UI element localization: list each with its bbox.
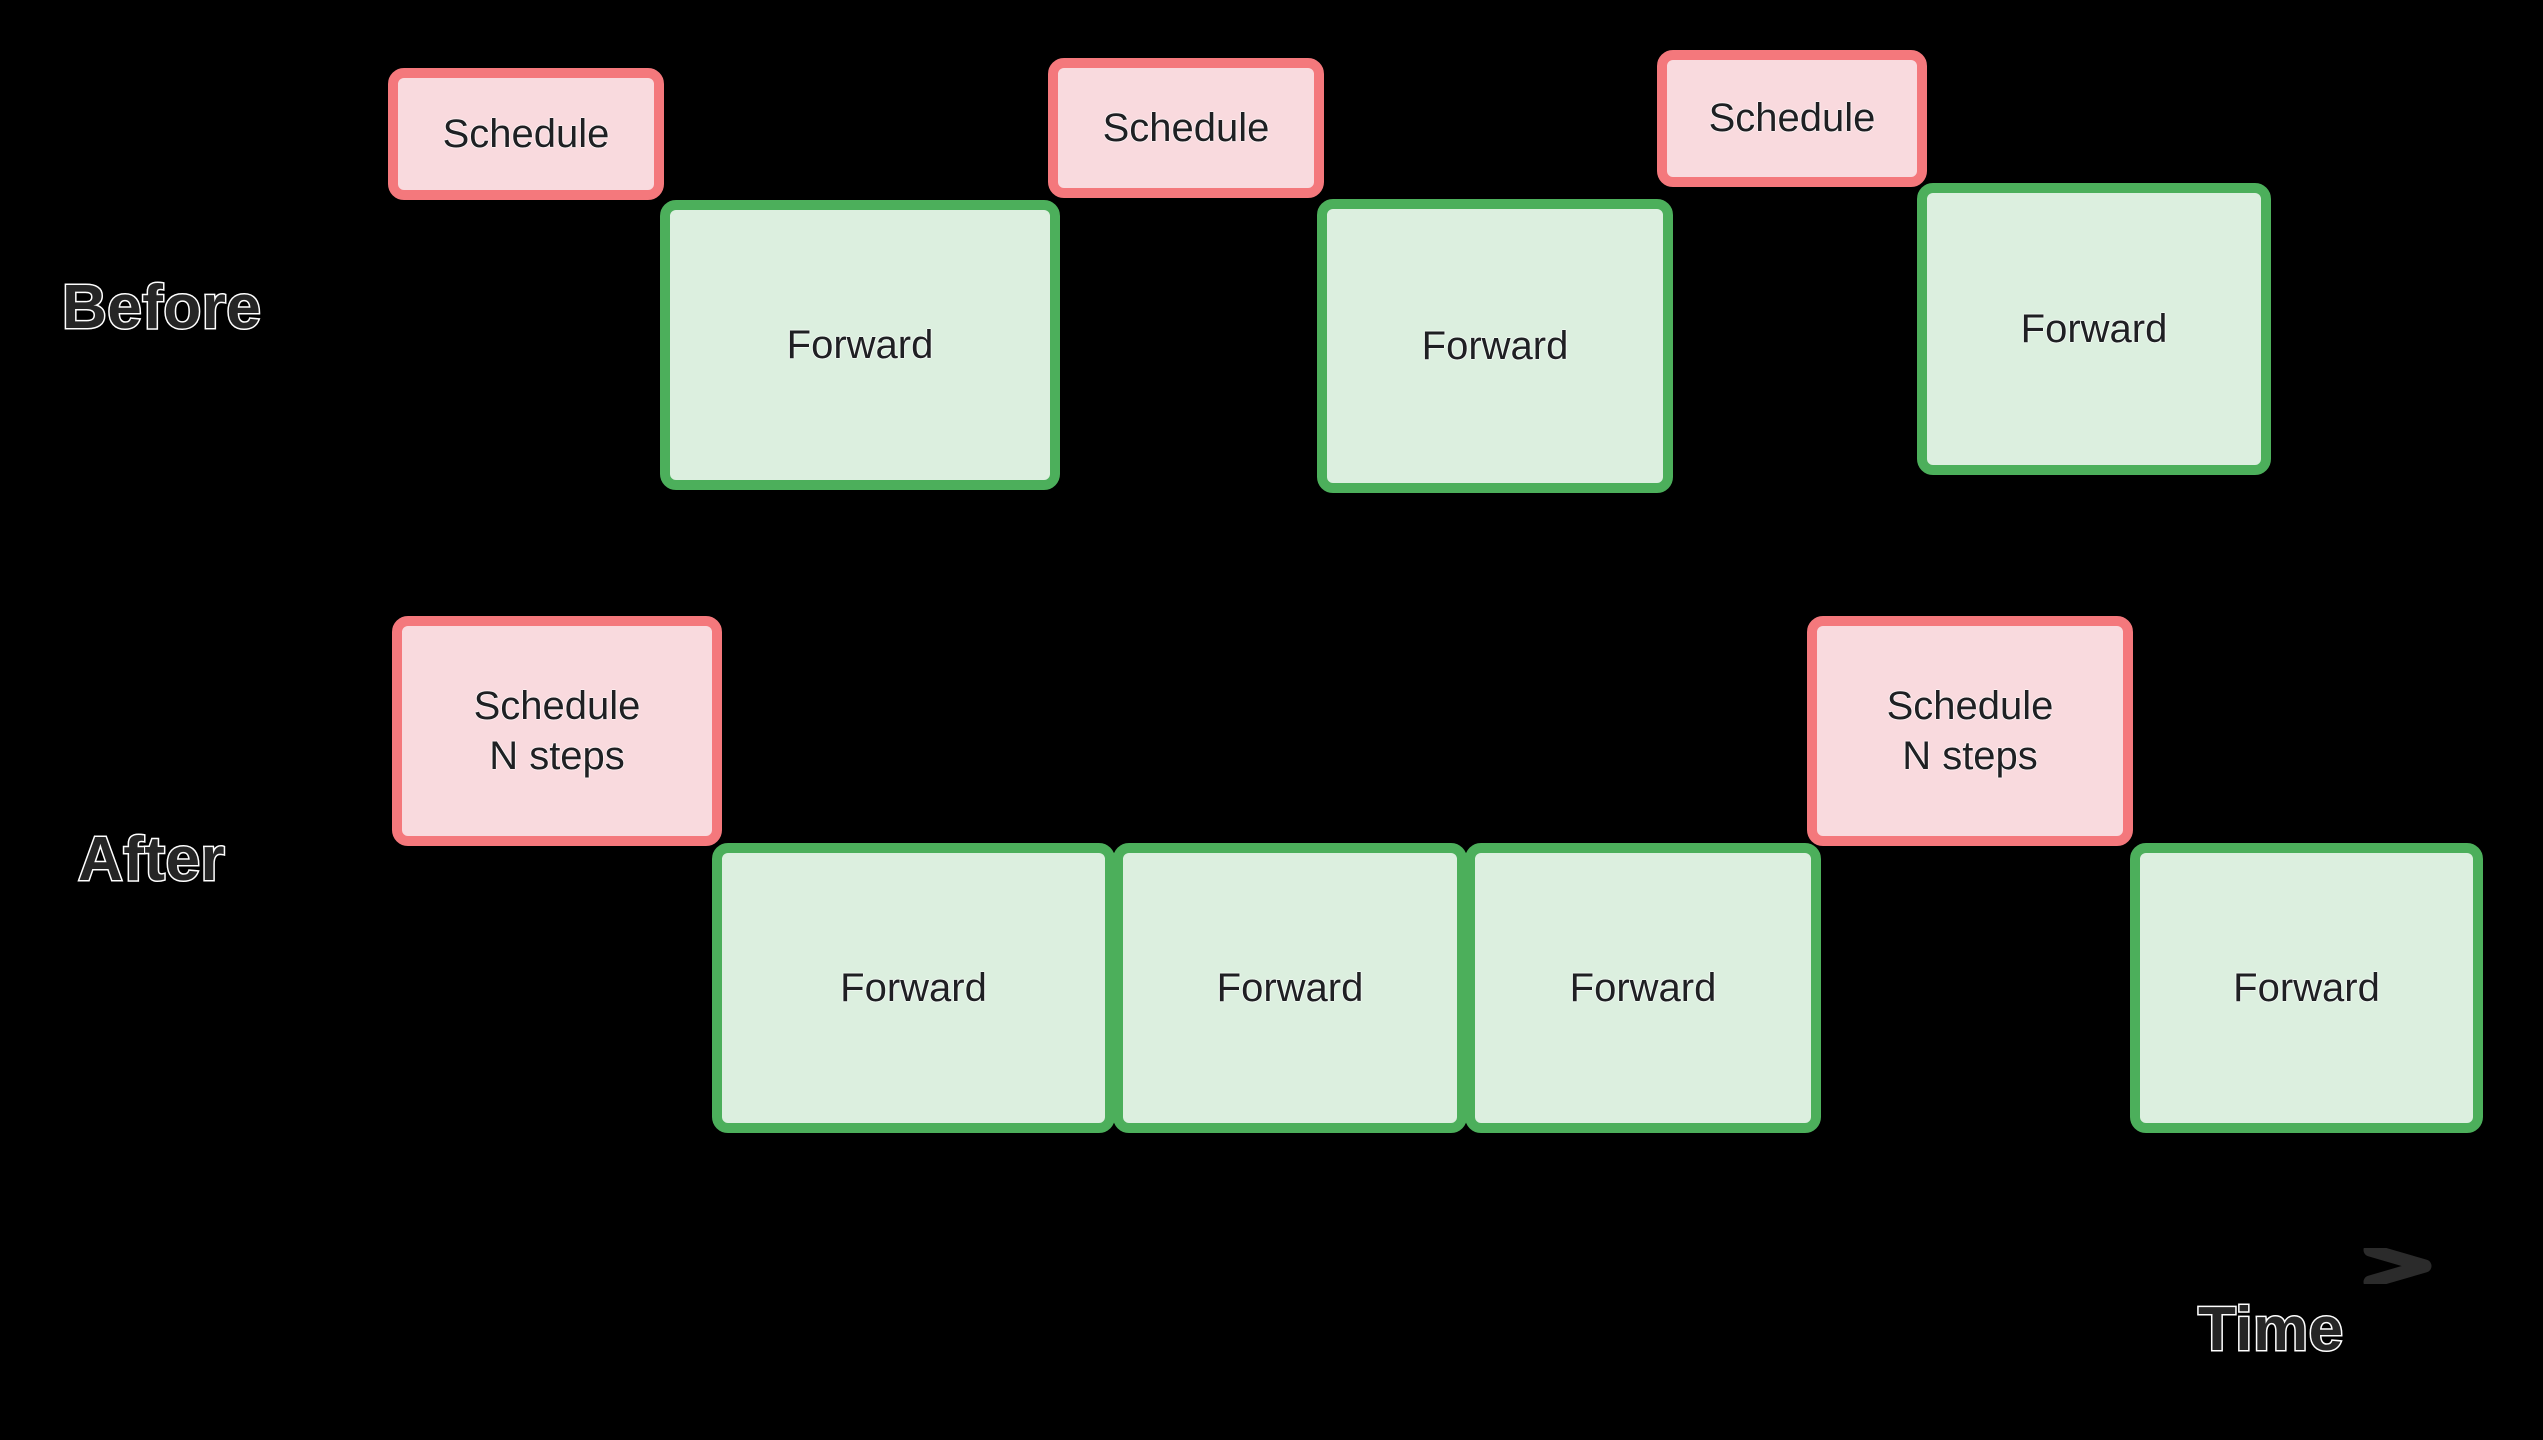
row-label-after: After (76, 824, 226, 896)
block-forward-before-6: Forward (1917, 183, 2271, 475)
time-axis-label: Time (2197, 1294, 2345, 1366)
time-axis-label-text: Time (2197, 1294, 2345, 1366)
block-label: Forward (2020, 306, 2168, 351)
block-label: Forward (786, 322, 934, 367)
block-schedule-before-3: Schedule (1048, 58, 1324, 198)
row-label-before-text: Before (60, 272, 262, 344)
time-axis-arrowhead (2363, 1248, 2432, 1284)
block-label: Forward (2233, 965, 2380, 1010)
block-label: Forward (1569, 965, 1717, 1010)
block-schedule-before-5: Schedule (1657, 50, 1927, 187)
row-label-before: Before (60, 272, 262, 344)
block-label: Forward (1216, 965, 1364, 1010)
block-forward-after-4: Forward (1465, 843, 1821, 1133)
block-forward-after-3: Forward (1113, 843, 1467, 1133)
block-label: Schedule (1708, 96, 1876, 141)
block-label: Forward (840, 965, 987, 1010)
block-schedule-before-1: Schedule (388, 68, 664, 200)
block-forward-after-2: Forward (712, 843, 1115, 1133)
block-forward-before-2: Forward (660, 200, 1060, 490)
time-axis-arrow (380, 1248, 2432, 1284)
block-label: Schedule (442, 111, 610, 156)
block-forward-after-6: Forward (2130, 843, 2483, 1133)
block-label: Schedule (1102, 105, 1270, 150)
block-label: Forward (1421, 323, 1569, 368)
block-forward-before-4: Forward (1317, 199, 1673, 493)
row-label-after-text: After (76, 824, 226, 896)
